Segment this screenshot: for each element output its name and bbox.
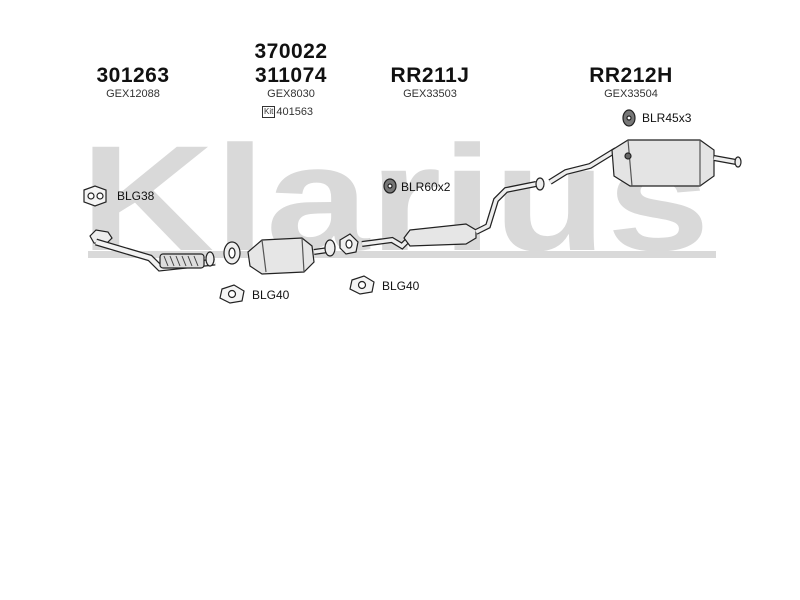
part-ref-gex8030: GEX8030 — [267, 88, 315, 100]
kit-badge: Kit — [262, 106, 276, 118]
callout-blg40-cat: BLG40 — [252, 288, 290, 302]
callout-blr45x3: BLR45x3 — [642, 111, 692, 125]
rubber-blr45-icon — [622, 109, 636, 127]
part-number-rr212h: RR212H — [589, 64, 673, 87]
kit-number: 401563 — [276, 106, 314, 118]
centre-silencer-pipe — [361, 177, 545, 250]
part-number-311074: 311074 — [255, 64, 327, 87]
front-pipe — [89, 229, 216, 272]
rear-silencer — [548, 139, 742, 187]
part-ref-gex12088: GEX12088 — [106, 88, 160, 100]
catalytic-converter — [247, 237, 336, 275]
part-number-370022: 370022 — [254, 40, 328, 63]
part-number-301263: 301263 — [96, 64, 170, 87]
part-ref-gex33504: GEX33504 — [604, 88, 658, 100]
mid-pipe-gasket — [339, 233, 359, 255]
callout-blg40-mid: BLG40 — [382, 279, 420, 293]
watermark-underline — [88, 251, 716, 258]
rubber-blr60-icon — [383, 178, 397, 194]
callout-blg38: BLG38 — [117, 189, 155, 203]
callout-blr60x2: BLR60x2 — [401, 180, 451, 194]
gasket-blg40-cat-icon — [219, 284, 245, 304]
part-ref-gex33503: GEX33503 — [403, 88, 457, 100]
gasket-blg40-mid-icon — [349, 275, 375, 295]
cat-inlet-gasket — [223, 241, 241, 265]
gasket-blg38-icon — [83, 185, 107, 207]
part-number-rr211j: RR211J — [390, 64, 470, 87]
